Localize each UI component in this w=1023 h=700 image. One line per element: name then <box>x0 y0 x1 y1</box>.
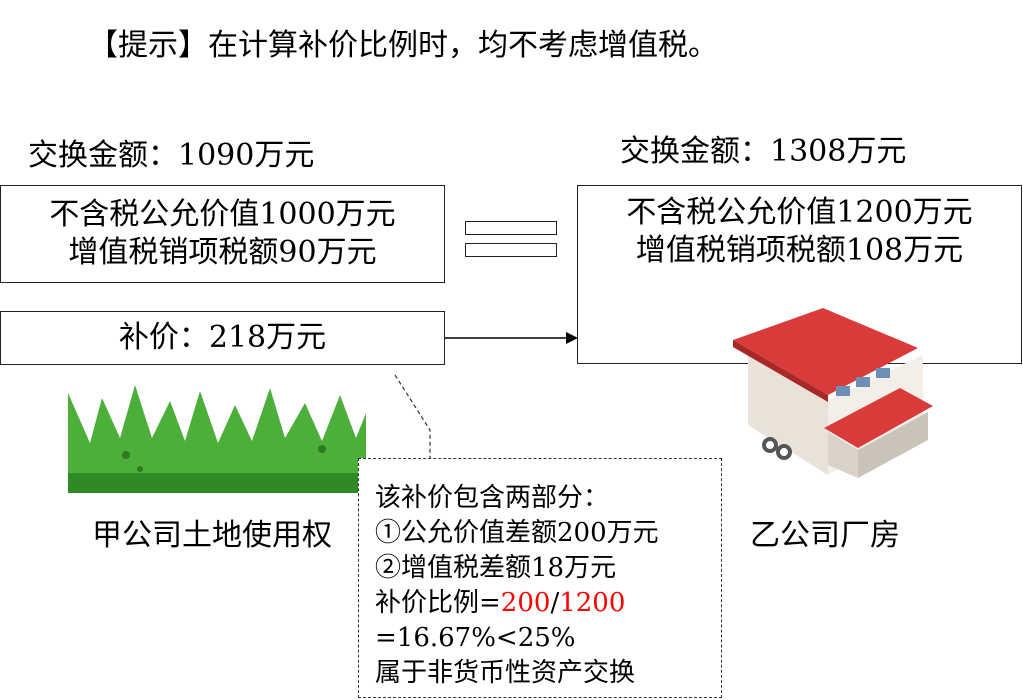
right-asset-caption: 乙公司厂房 <box>750 518 900 553</box>
boot-arrow-head <box>566 332 578 344</box>
left-value-box: 不含税公允价值1000万元 增值税销项税额90万元 <box>0 185 445 283</box>
callout-pointer <box>394 374 431 460</box>
ratio-numerator: 200 <box>500 588 551 618</box>
boot-amount: 补价：218万元 <box>118 320 327 355</box>
equals-sign-top <box>465 221 557 235</box>
right-fair-value: 不含税公允价值1200万元 <box>626 195 973 230</box>
ratio-slash: / <box>550 588 560 618</box>
left-exchange-amount: 交换金额：1090万元 <box>28 138 315 173</box>
note-line-5: =16.67%<25% <box>375 623 576 653</box>
ratio-denominator: 1200 <box>559 588 626 618</box>
left-output-vat: 增值税销项税额90万元 <box>68 235 377 270</box>
right-output-vat: 增值税销项税额108万元 <box>635 233 964 268</box>
note-line-3: ②增值税差额18万元 <box>375 553 617 583</box>
note-line-6: 属于非货币性资产交换 <box>375 658 636 688</box>
boot-box: 补价：218万元 <box>0 311 445 365</box>
equals-sign-bottom <box>465 243 557 257</box>
grass-icon <box>68 385 366 493</box>
ratio-label: 补价比例= <box>375 588 501 618</box>
note-line-2: ①公允价值差额200万元 <box>375 518 659 548</box>
hint-text: 【提示】在计算补价比例时，均不考虑增值税。 <box>88 28 718 63</box>
note-line-4: 补价比例=200/1200 <box>375 586 721 621</box>
left-asset-caption: 甲公司土地使用权 <box>92 518 332 553</box>
factory-icon <box>733 308 933 478</box>
right-exchange-amount: 交换金额：1308万元 <box>620 134 907 169</box>
boot-ratio-note: 该补价包含两部分： ①公允价值差额200万元 ②增值税差额18万元 补价比例=2… <box>358 458 722 698</box>
note-line-1: 该补价包含两部分： <box>375 483 610 513</box>
left-fair-value: 不含税公允价值1000万元 <box>49 197 396 232</box>
